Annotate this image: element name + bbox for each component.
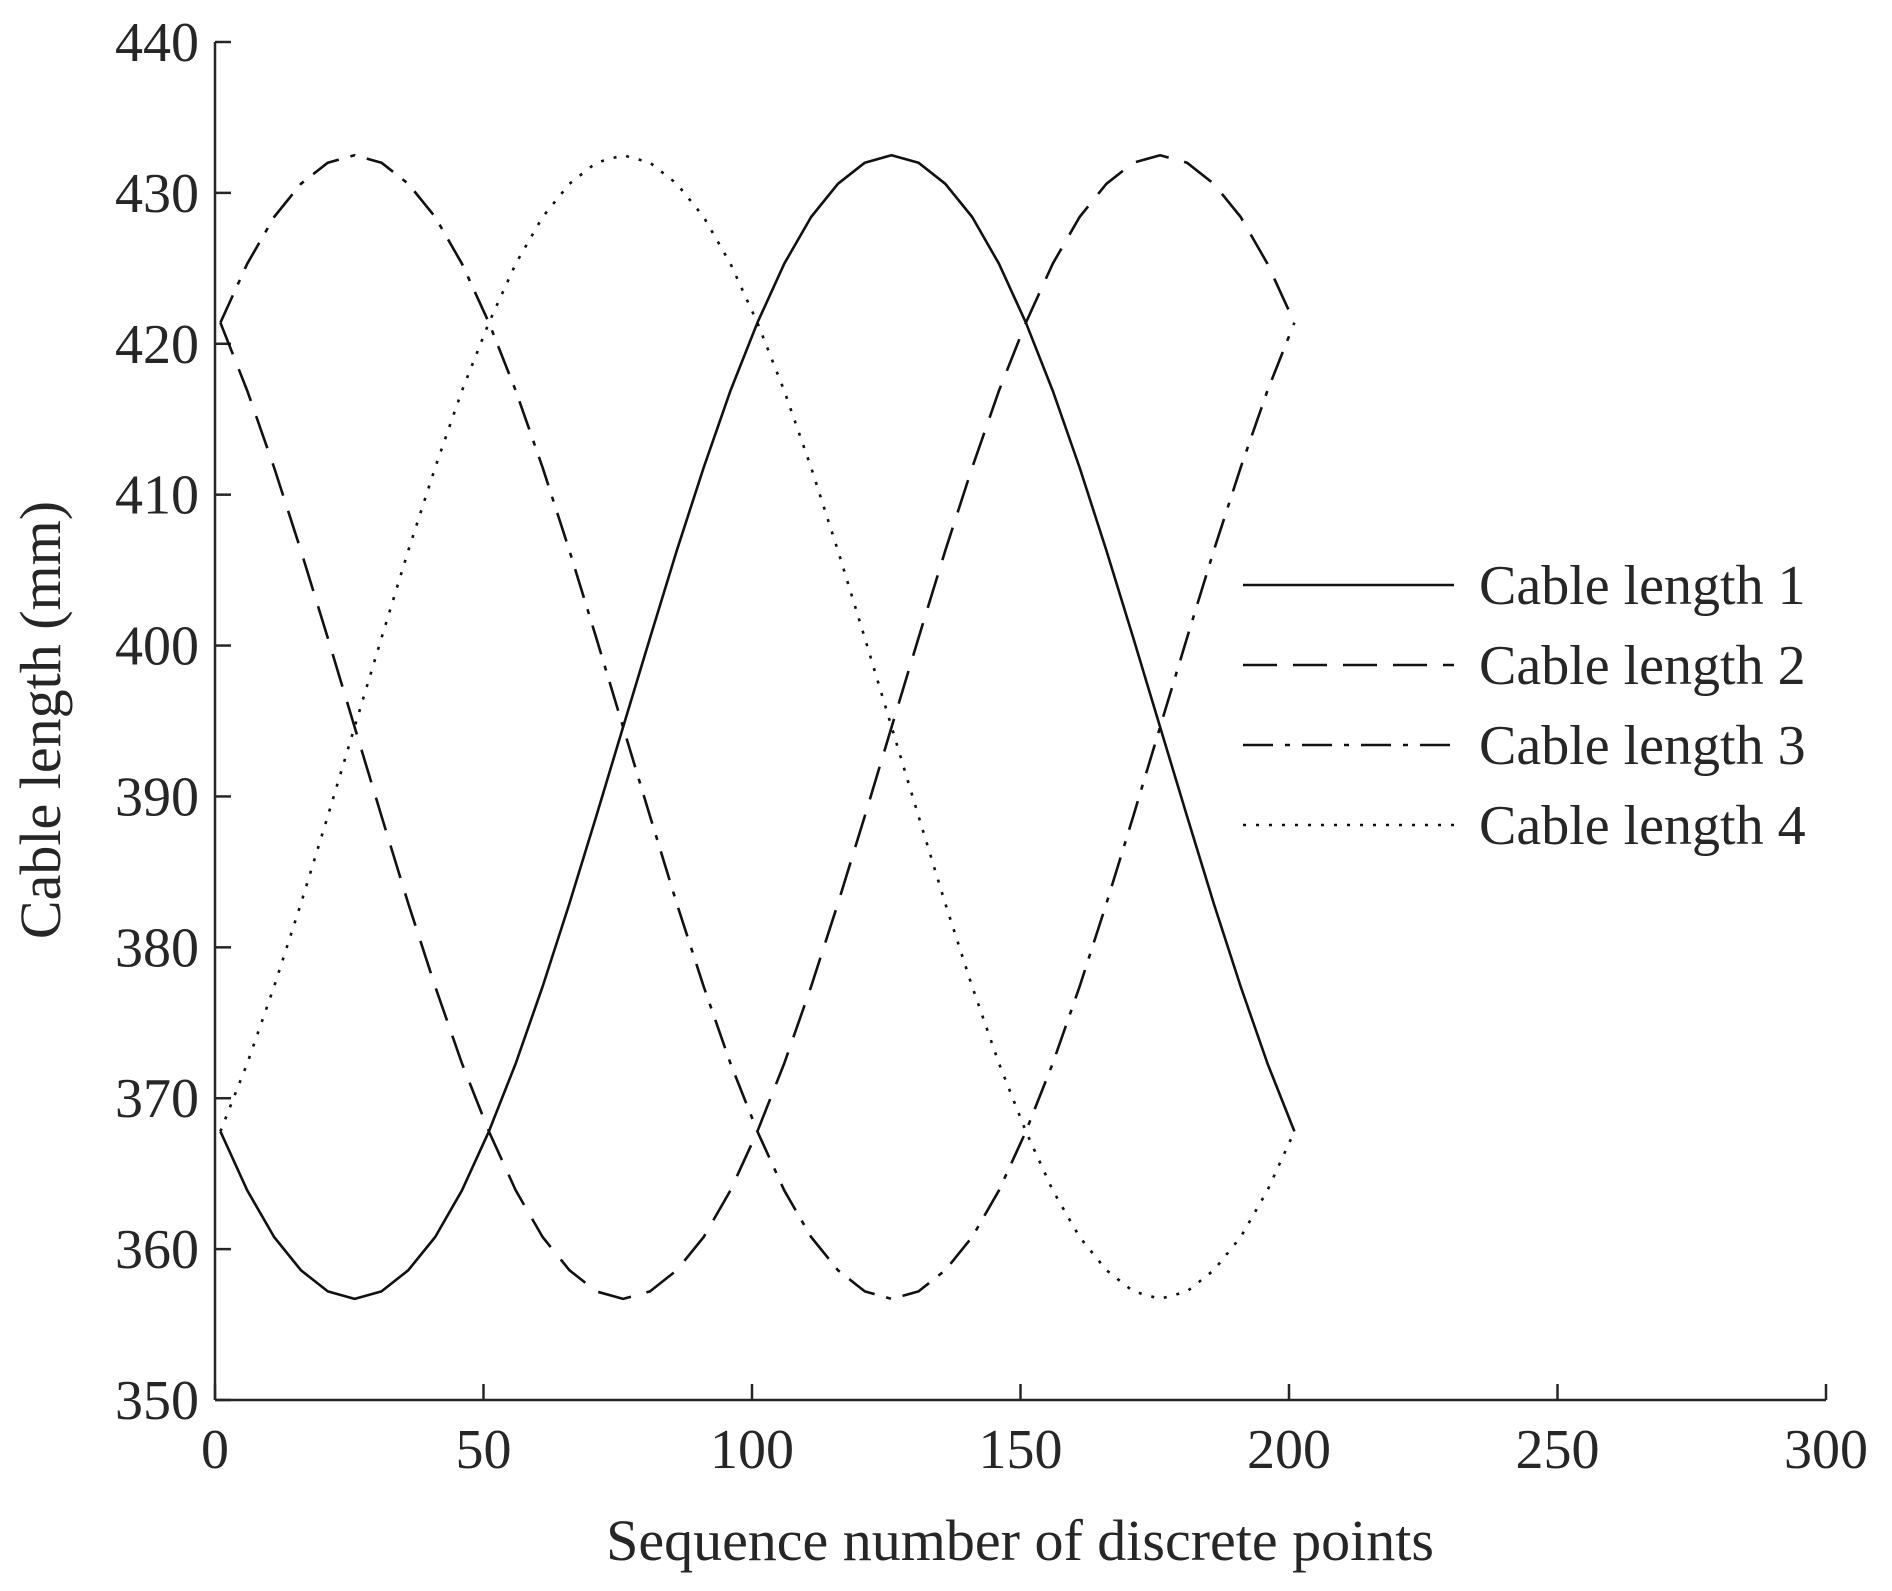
y-tick-label: 370 — [115, 1068, 199, 1130]
x-tick-label: 150 — [979, 1419, 1063, 1481]
y-tick-label: 430 — [115, 163, 199, 225]
y-tick-label: 360 — [115, 1219, 199, 1281]
x-tick-label: 100 — [710, 1419, 794, 1481]
legend-label-1: Cable length 1 — [1479, 555, 1806, 617]
series-line-2 — [219, 153, 1296, 1301]
legend-label-2: Cable length 2 — [1479, 635, 1806, 697]
series-line-3 — [219, 153, 1296, 1301]
x-tick-label: 0 — [201, 1419, 229, 1481]
y-tick-label: 380 — [115, 917, 199, 979]
x-tick-label: 200 — [1247, 1419, 1331, 1481]
y-tick-label: 400 — [115, 616, 199, 678]
y-tick-label: 410 — [115, 465, 199, 527]
series-line-4 — [219, 153, 1296, 1301]
x-tick-label: 300 — [1784, 1419, 1868, 1481]
y-tick-label: 350 — [115, 1370, 199, 1432]
y-axis-label: Cable length (mm) — [8, 501, 73, 939]
x-axis-label: Sequence number of discrete points — [606, 1508, 1434, 1573]
y-tick-label: 390 — [115, 766, 199, 828]
series-line-1 — [219, 153, 1296, 1301]
legend: Cable length 1 Cable length 2 Cable length… — [1243, 555, 1806, 857]
x-tick-label: 50 — [456, 1419, 512, 1481]
legend-label-3: Cable length 3 — [1479, 715, 1806, 777]
legend-label-4: Cable length 4 — [1479, 795, 1806, 857]
axes: 0 50 100 150 200 250 300 350 360 370 380 390 400 410 4… — [115, 12, 1868, 1481]
y-tick-label: 440 — [115, 12, 199, 74]
x-tick-label: 250 — [1516, 1419, 1600, 1481]
series-group — [219, 153, 1296, 1301]
y-tick-label: 420 — [115, 314, 199, 376]
